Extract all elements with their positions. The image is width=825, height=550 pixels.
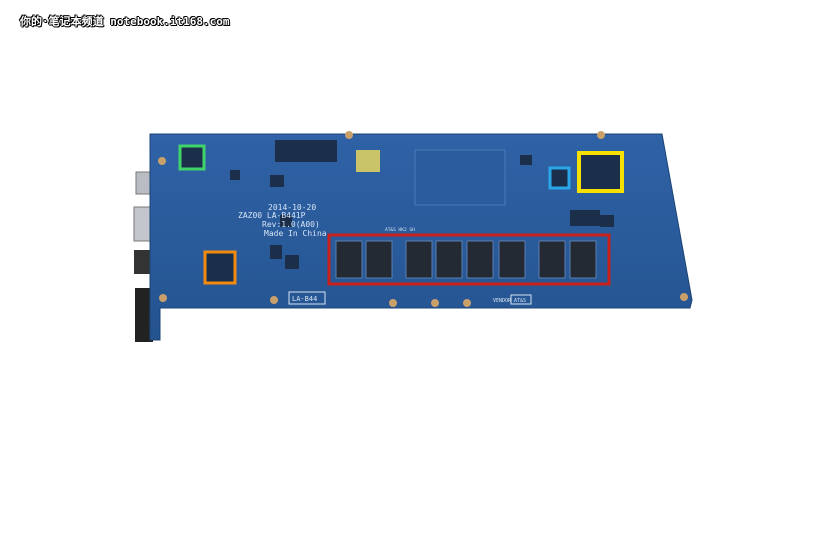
silk-rev: Rev:1.0(A00) [262, 220, 320, 229]
watermark: 你的·笔记本频道 notebook.it168.com [20, 15, 230, 28]
mount-holes [158, 131, 688, 307]
silk-pcb-mark: AT&S HK2 SH [385, 227, 415, 233]
memory-chip [405, 240, 433, 279]
memory-chip [335, 240, 363, 279]
memory-chip [498, 240, 526, 279]
silk-origin: Made In China [264, 229, 327, 238]
silk-date: 2014-10-20 [268, 203, 316, 212]
highlight-blue [548, 166, 571, 190]
highlight-green [178, 144, 206, 171]
memory-chip [538, 240, 566, 279]
bottom-connector [135, 288, 153, 342]
memory-chip [466, 240, 494, 279]
silk-label: LA-B44 [292, 295, 317, 303]
silk-model: ZAZ00 LA-B441P [238, 211, 306, 220]
silk-vendor: AT&S [514, 298, 526, 304]
silk-vendor-label: VENDOR [493, 298, 512, 304]
memory-chip [569, 240, 597, 279]
highlight-red [327, 233, 611, 286]
highlight-orange [203, 250, 237, 285]
highlight-yellow [577, 151, 624, 193]
components [230, 140, 614, 269]
memory-chip [435, 240, 463, 279]
memory-chip [365, 240, 393, 279]
shield-sticker [356, 150, 380, 172]
memory-chips [335, 240, 597, 279]
